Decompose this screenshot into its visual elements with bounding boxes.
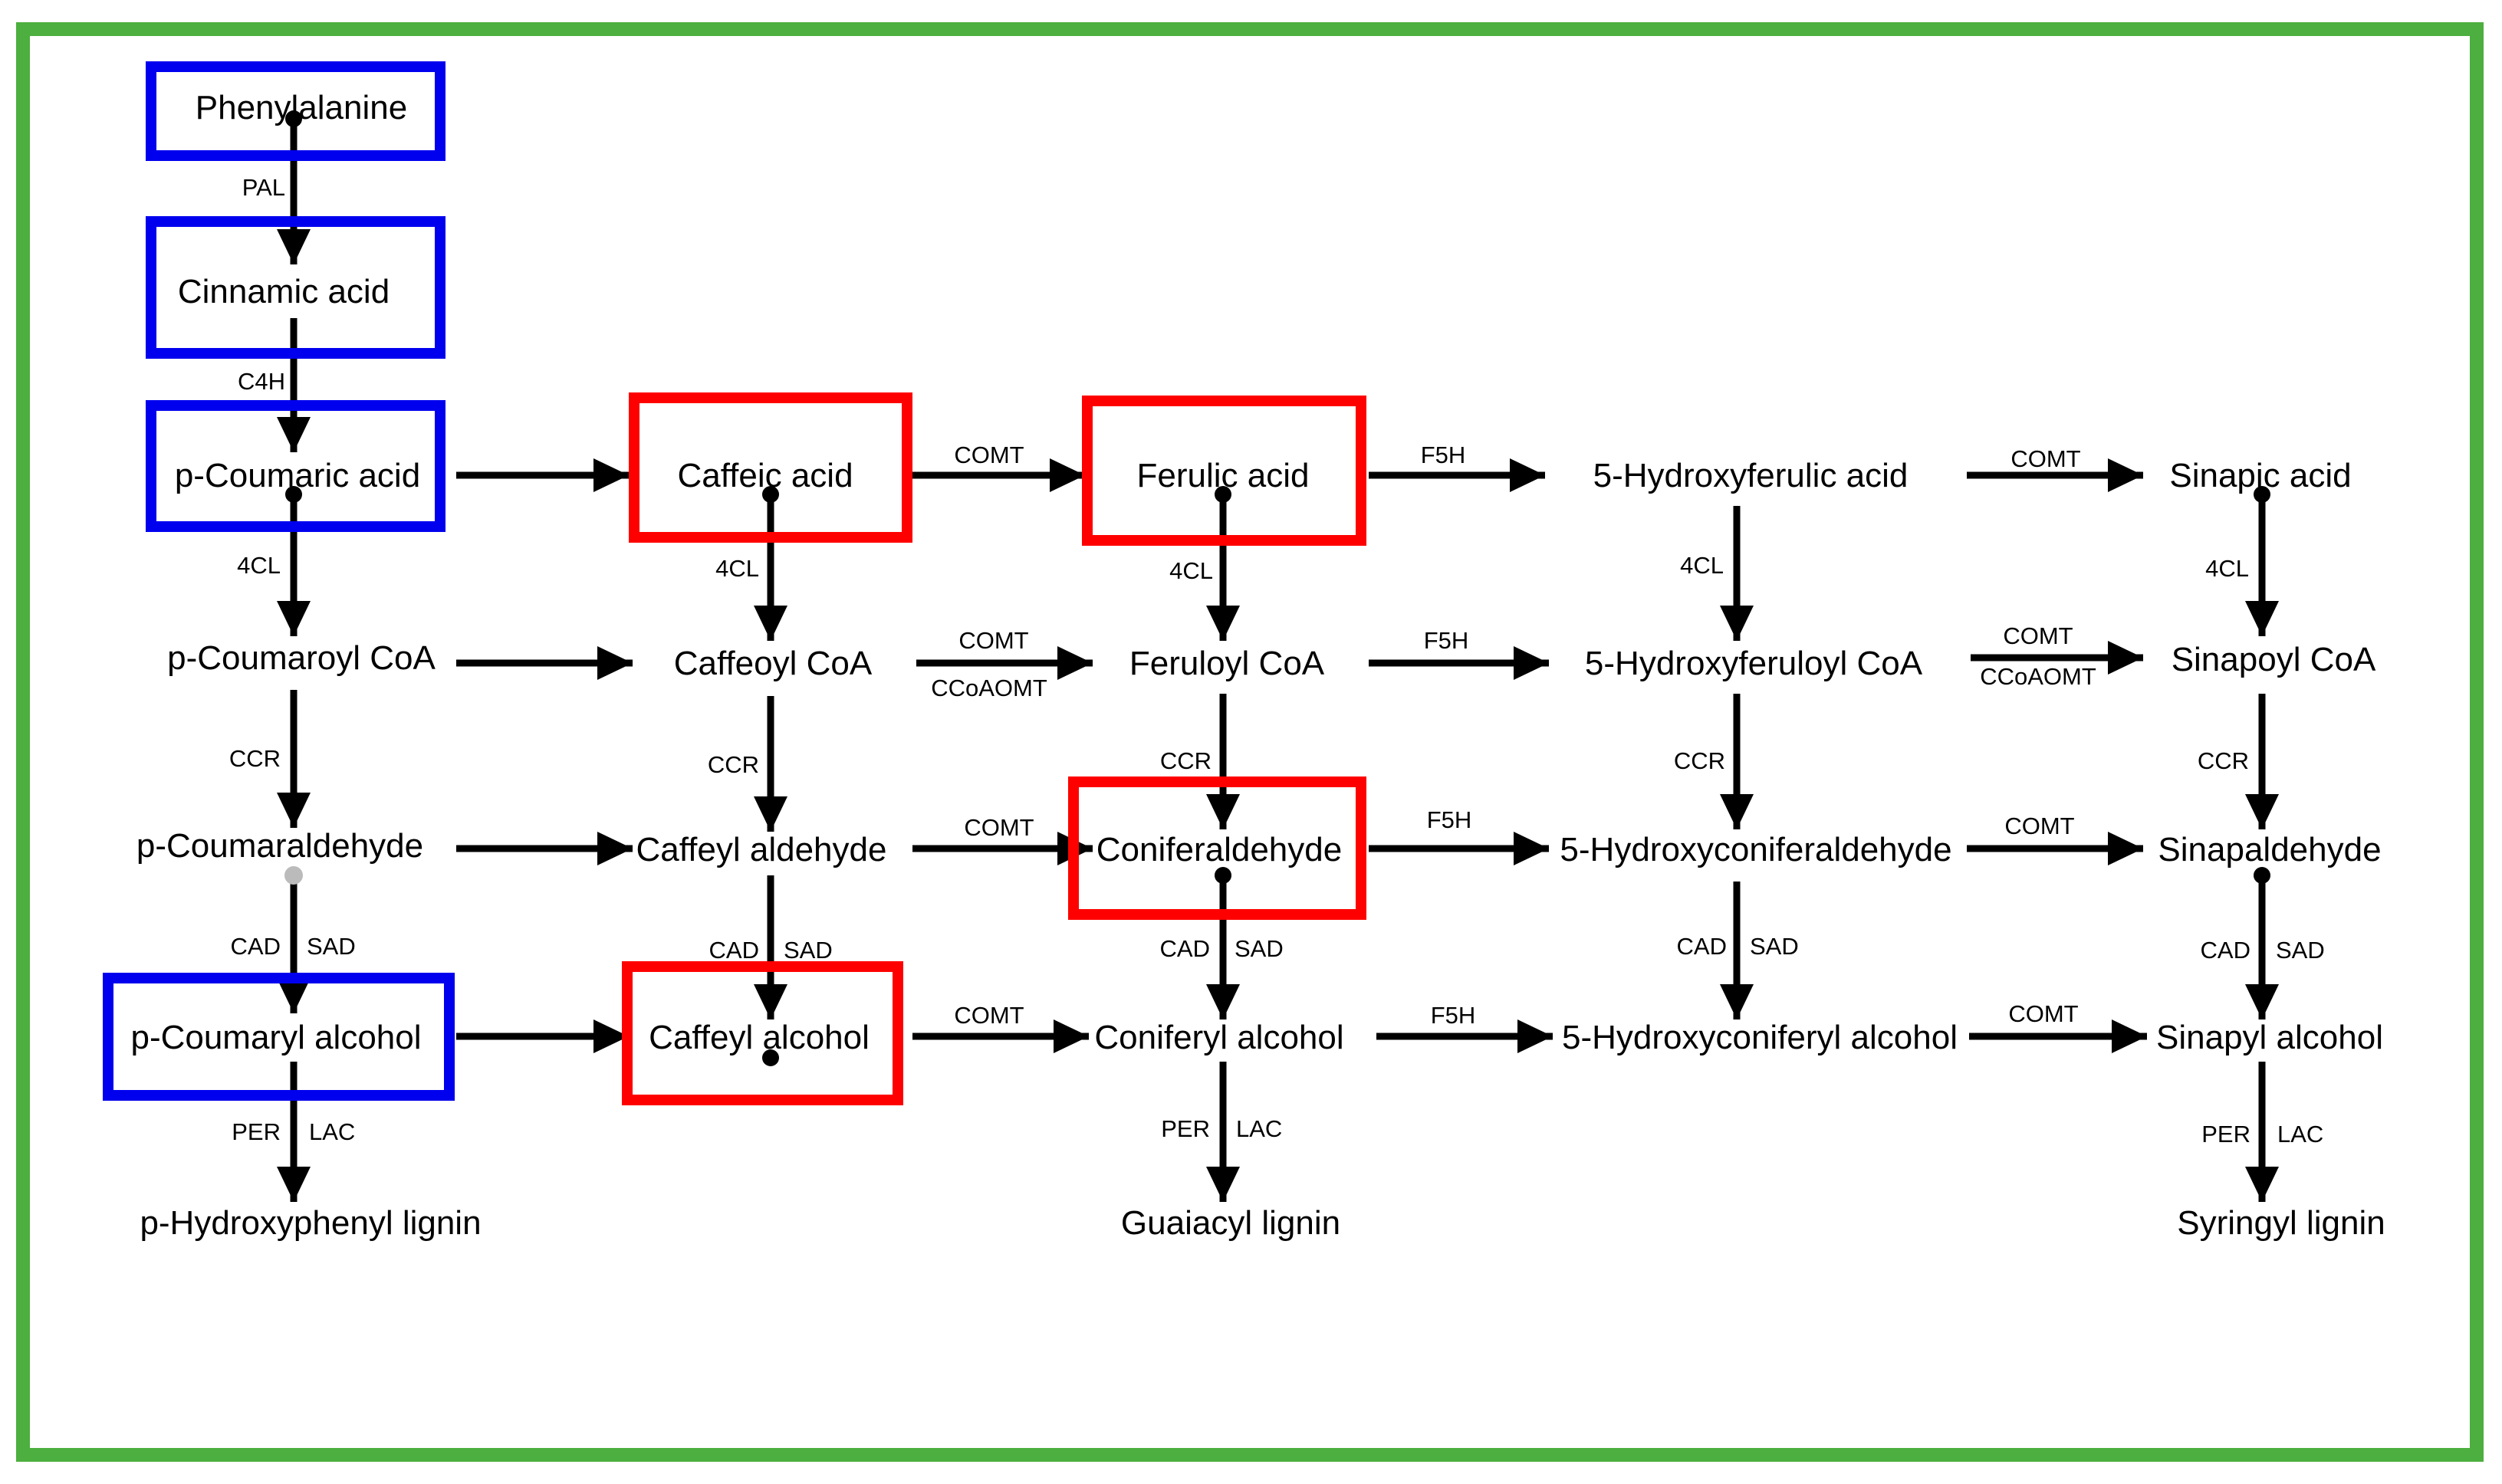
enzyme-cad-col5: CAD <box>2201 937 2250 964</box>
outer-frame <box>16 22 2484 1462</box>
red-box-caffeyl-alcohol <box>622 961 903 1105</box>
label-sinapic-acid: Sinapic acid <box>2169 457 2351 494</box>
enzyme-sad-col3: SAD <box>1235 935 1284 962</box>
enzyme-cad-col2: CAD <box>709 937 759 964</box>
dot-pcoumarald <box>284 866 303 885</box>
node-labels: Phenylalanine Cinnamic acid p-Coumaric a… <box>130 89 2385 1242</box>
horizontal-arrows <box>456 458 2147 1053</box>
enzyme-comt-row3-a: COMT <box>964 814 1034 841</box>
dot-sinapald <box>2254 867 2270 884</box>
enzyme-sad-col4: SAD <box>1750 933 1799 960</box>
enzyme-sad-col5: SAD <box>2276 937 2325 964</box>
label-5-hydroxyferuloyl-coa: 5-Hydroxyferuloyl CoA <box>1585 645 1923 682</box>
label-caffeoyl-coa: Caffeoyl CoA <box>674 645 873 682</box>
enzyme-pal: PAL <box>242 174 285 201</box>
enzyme-4cl-col3: 4CL <box>1169 557 1213 584</box>
enzyme-c4h: C4H <box>238 368 285 395</box>
dot-phenylalanine <box>285 110 302 127</box>
enzyme-sad-col1: SAD <box>307 933 356 960</box>
enzyme-labels: PAL C4H 4CL CCR CAD SAD PER LAC 4CL CCR … <box>229 174 2325 1147</box>
enzyme-per-col1: PER <box>232 1118 281 1145</box>
blue-box-cinnamic-acid <box>146 216 445 359</box>
enzyme-cad-col1: CAD <box>231 933 281 960</box>
label-caffeic-acid: Caffeic acid <box>677 457 853 494</box>
red-box-coniferaldehyde <box>1068 776 1366 920</box>
highlight-boxes <box>103 61 1366 1105</box>
enzyme-4cl-col1: 4CL <box>237 552 281 579</box>
enzyme-ccr-col1: CCR <box>229 745 281 772</box>
enzyme-4cl-col5: 4CL <box>2205 555 2249 582</box>
label-coniferaldehyde: Coniferaldehyde <box>1096 831 1342 868</box>
blue-box-p-coumaric-acid <box>146 400 445 532</box>
label-feruloyl-coa: Feruloyl CoA <box>1129 645 1325 682</box>
enzyme-ccr-col3: CCR <box>1160 747 1212 774</box>
label-p-coumaroyl-coa: p-Coumaroyl CoA <box>167 639 436 677</box>
label-5-hydroxyconiferyl-alcohol: 5-Hydroxyconiferyl alcohol <box>1562 1019 1958 1056</box>
enzyme-ccr-col2: CCR <box>708 751 759 778</box>
enzyme-4cl-col2: 4CL <box>715 555 759 582</box>
dot-caffeyl-alcohol <box>762 1049 779 1066</box>
enzyme-4cl-col4: 4CL <box>1680 552 1724 579</box>
blue-box-p-coumaryl-alcohol <box>103 973 455 1101</box>
enzyme-lac-col5: LAC <box>2277 1121 2323 1147</box>
enzyme-lac-col3: LAC <box>1236 1115 1282 1142</box>
enzyme-ccr-col5: CCR <box>2198 747 2249 774</box>
enzyme-per-col3: PER <box>1161 1115 1210 1142</box>
enzyme-sad-col2: SAD <box>784 937 833 964</box>
enzyme-cad-col3: CAD <box>1160 935 1210 962</box>
enzyme-cad-col4: CAD <box>1677 933 1727 960</box>
label-caffeyl-aldehyde: Caffeyl aldehyde <box>636 831 887 868</box>
dot-caffeic <box>762 486 779 503</box>
enzyme-comt-row1-a: COMT <box>954 442 1024 468</box>
label-caffeyl-alcohol: Caffeyl alcohol <box>649 1019 870 1056</box>
enzyme-f5h-row2: F5H <box>1424 627 1469 654</box>
dot-ferulic <box>1215 486 1231 503</box>
label-sinapaldehyde: Sinapaldehyde <box>2158 831 2381 868</box>
enzyme-comt-row4-a: COMT <box>954 1002 1024 1029</box>
enzyme-ccoaomt-row2-a: CCoAOMT <box>931 675 1047 701</box>
arrow-tail-dots <box>284 110 2270 1066</box>
label-p-coumaraldehyde: p-Coumaraldehyde <box>136 827 423 865</box>
label-sinapoyl-coa: Sinapoyl CoA <box>2172 641 2376 678</box>
blue-box-phenylalanine <box>146 61 445 161</box>
label-p-coumaryl-alcohol: p-Coumaryl alcohol <box>130 1019 421 1056</box>
enzyme-comt-row3-b: COMT <box>2004 813 2074 839</box>
label-guaiacyl-lignin: Guaiacyl lignin <box>1121 1204 1340 1242</box>
label-coniferyl-alcohol: Coniferyl alcohol <box>1094 1019 1343 1056</box>
enzyme-ccoaomt-row2-b: CCoAOMT <box>1980 663 2096 690</box>
enzyme-comt-row1-b: COMT <box>2010 445 2080 472</box>
label-cinnamic-acid: Cinnamic acid <box>178 273 390 310</box>
label-5-hydroxyferulic-acid: 5-Hydroxyferulic acid <box>1593 457 1909 494</box>
enzyme-f5h-row3: F5H <box>1427 806 1472 833</box>
dot-coniferald <box>1215 867 1231 884</box>
enzyme-lac-col1: LAC <box>309 1118 355 1145</box>
label-syringyl-lignin: Syringyl lignin <box>2177 1204 2385 1242</box>
enzyme-f5h-row4: F5H <box>1431 1002 1476 1029</box>
label-p-hydroxyphenyl-lignin: p-Hydroxyphenyl lignin <box>140 1204 481 1242</box>
label-5-hydroxyconiferaldehyde: 5-Hydroxyconiferaldehyde <box>1560 831 1951 868</box>
dot-sinapic <box>2254 486 2270 503</box>
dot-pcoumaric <box>285 486 302 503</box>
vertical-arrows <box>277 119 2279 1202</box>
enzyme-comt-row2-b: COMT <box>2003 622 2073 649</box>
red-box-caffeic-acid <box>629 392 912 543</box>
label-phenylalanine: Phenylalanine <box>196 89 407 126</box>
enzyme-per-col5: PER <box>2201 1121 2250 1147</box>
label-sinapyl-alcohol: Sinapyl alcohol <box>2156 1019 2383 1056</box>
enzyme-f5h-row1: F5H <box>1421 442 1466 468</box>
red-box-ferulic-acid <box>1082 396 1366 546</box>
enzyme-ccr-col4: CCR <box>1674 747 1725 774</box>
label-p-coumaric-acid: p-Coumaric acid <box>175 457 420 494</box>
enzyme-comt-row4-b: COMT <box>2008 1000 2078 1027</box>
label-ferulic-acid: Ferulic acid <box>1137 457 1310 494</box>
enzyme-comt-row2-a: COMT <box>958 627 1028 654</box>
